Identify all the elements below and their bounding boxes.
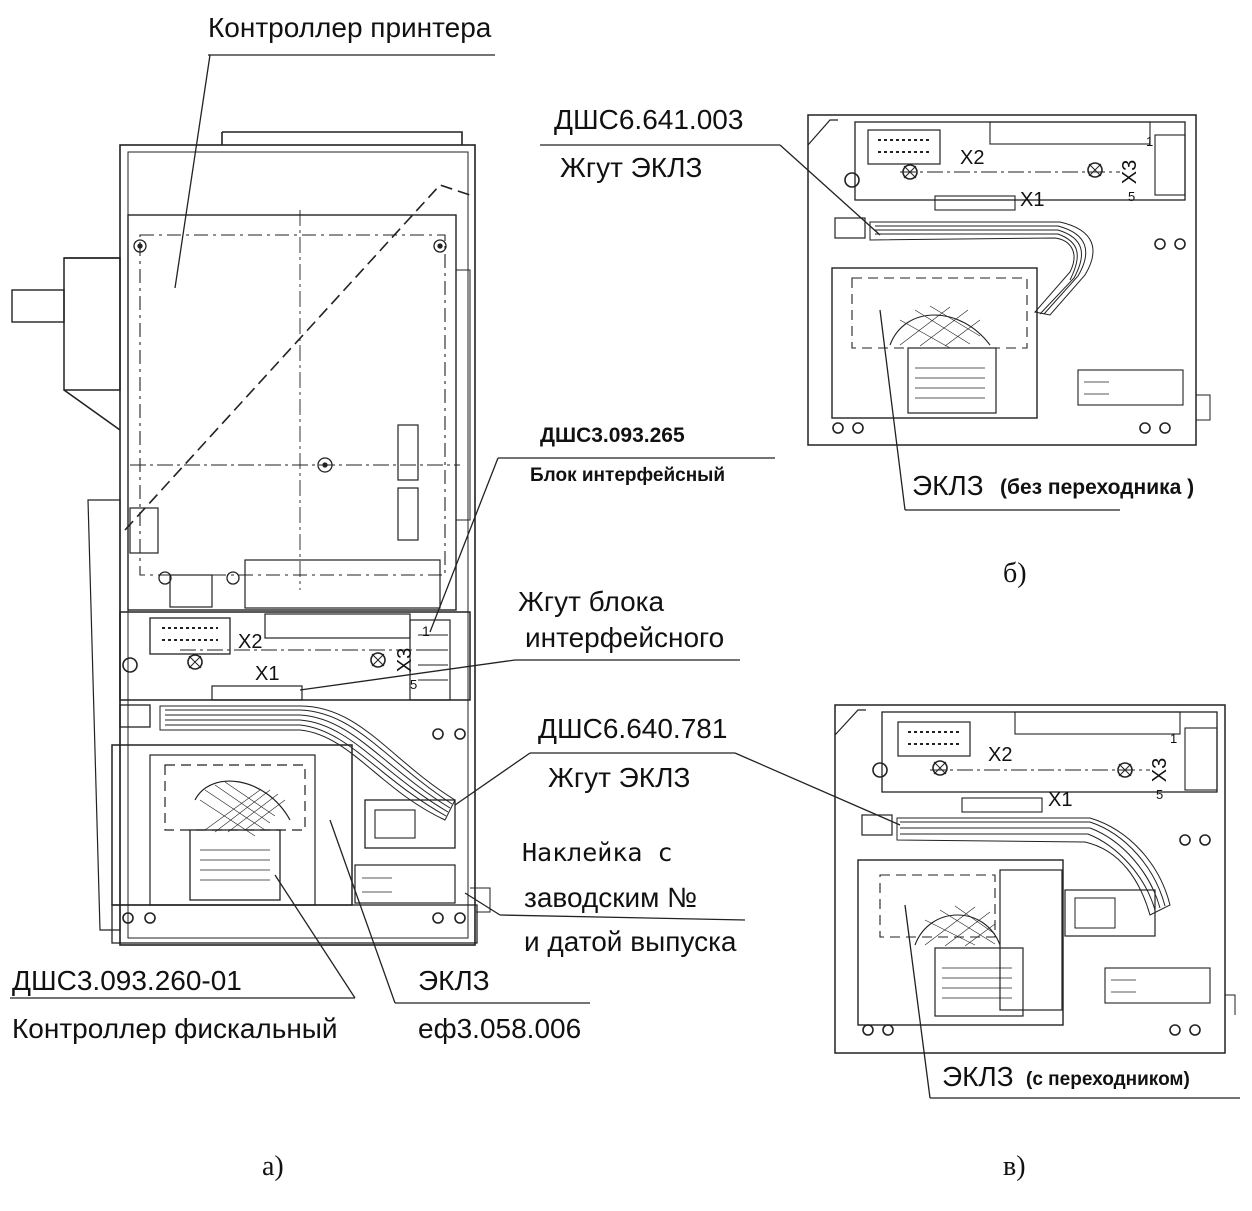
- leaders-b: [540, 144, 1120, 511]
- connector-x2-c: X2: [988, 744, 1013, 766]
- label-sticker-line2: заводским №: [524, 882, 698, 913]
- pin5-mark-a: 5: [410, 677, 418, 692]
- pin5-mark-b: 5: [1128, 189, 1136, 204]
- label-eklz-note-b: (без переходника ): [1000, 476, 1195, 499]
- figure-c-drawing: [734, 704, 1240, 1099]
- figure-b-housing: [807, 114, 1197, 446]
- eklz-harness-cable-a: [119, 704, 456, 849]
- connector-x2-a: X2: [238, 631, 263, 653]
- eklz-label-plate-b: [907, 347, 997, 414]
- eklz-label-plate-a: [189, 829, 281, 901]
- label-eklz-code-a: еф3.058.006: [418, 1013, 582, 1044]
- label-harness-name-b: Жгут ЭКЛЗ: [560, 152, 703, 183]
- printer-motor: [63, 257, 121, 391]
- label-interface-block-code: ДШС3.093.265: [540, 424, 685, 447]
- leaders-c: [734, 752, 1240, 1099]
- figure-c-housing: [834, 704, 1226, 1054]
- fiscal-controller: [111, 744, 353, 906]
- printer-housing: [119, 144, 476, 946]
- label-interface-block-name: Блок интерфейсный: [530, 465, 726, 486]
- connector-x3-a: X3: [394, 647, 417, 673]
- label-eklz-harness-name-a: Жгут ЭКЛЗ: [548, 762, 691, 793]
- label-eklz-name-a: ЭКЛЗ: [418, 965, 490, 996]
- caption-b: б): [1003, 558, 1027, 589]
- label-interface-harness-line2: интерфейсного: [525, 622, 725, 653]
- pin1-mark-a: 1: [422, 623, 430, 639]
- label-eklz-b: ЭКЛЗ: [912, 470, 984, 501]
- pin5-mark-c: 5: [1156, 787, 1164, 802]
- connector-x1-c: X1: [1048, 789, 1073, 811]
- label-interface-harness-line1: Жгут блока: [518, 586, 665, 617]
- eklz-label-plate-c: [934, 947, 1024, 1017]
- connector-x3-b: X3: [1119, 159, 1142, 185]
- label-fiscal-code: ДШС3.093.260-01: [12, 965, 242, 996]
- connector-x1-a: X1: [255, 663, 280, 685]
- printer-controller-board: [127, 214, 457, 611]
- pin1-mark-b: 1: [1146, 134, 1154, 149]
- label-sticker-line3: и датой выпуска: [524, 926, 737, 957]
- board-screws: [133, 239, 447, 585]
- connector-x1-b: X1: [1020, 189, 1045, 211]
- caption-c: в): [1003, 1151, 1026, 1182]
- figure-b-drawing: [540, 114, 1211, 511]
- eklz-harness-cable-c: [861, 814, 1171, 1011]
- label-printer-controller: Контроллер принтера: [208, 12, 492, 43]
- caption-a: а): [262, 1151, 284, 1182]
- label-eklz-harness-code-a: ДШС6.640.781: [538, 713, 728, 744]
- figure-a-drawing: [10, 54, 775, 1004]
- label-harness-code-b: ДШС6.641.003: [554, 104, 744, 135]
- connector-x2-b: X2: [960, 147, 985, 169]
- eklz-harness-cable-b: [834, 217, 1094, 316]
- pin1-mark-c: 1: [1170, 731, 1178, 746]
- label-eklz-note-c: (с переходником): [1026, 1069, 1190, 1090]
- interface-block: [119, 611, 471, 701]
- connector-x3-c: X3: [1149, 757, 1172, 783]
- label-fiscal-name: Контроллер фискальный: [12, 1013, 338, 1044]
- label-eklz-c: ЭКЛЗ: [942, 1061, 1014, 1092]
- leaders-a: [10, 54, 775, 1004]
- label-sticker-line1: Наклейка с: [522, 838, 673, 867]
